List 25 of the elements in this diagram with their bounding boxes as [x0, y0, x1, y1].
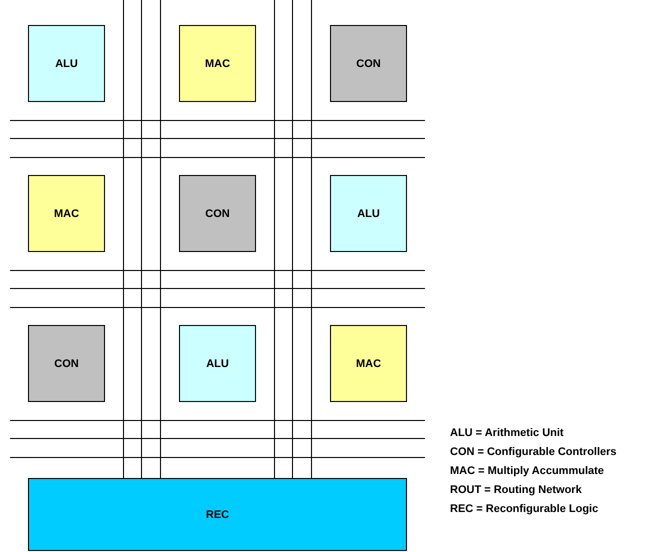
block-label: MAC	[204, 58, 230, 70]
unit-block	[28, 175, 105, 252]
block-label: MAC	[356, 358, 382, 370]
unit-block	[28, 325, 105, 402]
unit-block	[28, 25, 105, 102]
unit-block	[330, 175, 407, 252]
legend-text: ROUT = Routing Network	[450, 484, 582, 496]
legend-text: MAC = Multiply Accummulate	[450, 465, 604, 477]
unit-block	[179, 25, 256, 102]
block-label: ALU	[55, 58, 78, 70]
block-label: MAC	[54, 208, 80, 220]
logic-block	[28, 478, 407, 551]
unit-block	[179, 175, 256, 252]
unit-block	[330, 25, 407, 102]
legend-text: ALU = Arithmetic Unit	[450, 427, 564, 439]
block-label: REC	[206, 508, 230, 520]
legend-text: CON = Configurable Controllers	[450, 446, 617, 458]
block-label: CON	[54, 358, 79, 370]
block-label: ALU	[357, 208, 380, 220]
block-label: ALU	[206, 358, 229, 370]
unit-block	[179, 325, 256, 402]
block-label: CON	[356, 58, 381, 70]
unit-block	[330, 325, 407, 402]
block-label: CON	[205, 208, 230, 220]
legend-text: REC = Reconfigurable Logic	[450, 503, 598, 515]
